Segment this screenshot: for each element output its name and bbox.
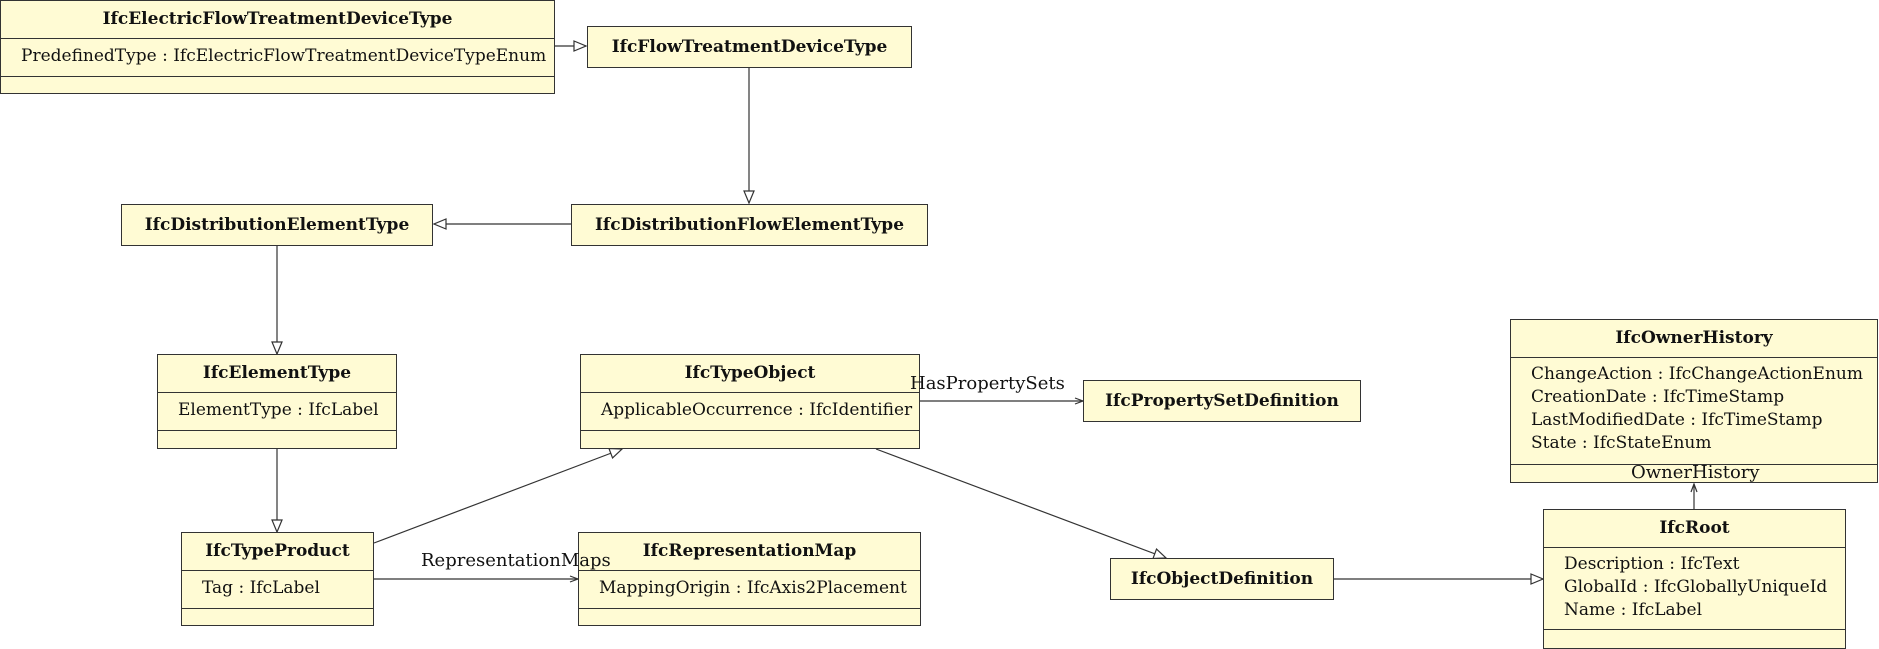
generalization-typeproduct-to-typeobject — [373, 449, 622, 544]
class-name: IfcTypeProduct — [205, 541, 350, 561]
attribute: Name : IfcLabel — [1564, 600, 1703, 620]
class-name: IfcDistributionFlowElementType — [594, 215, 905, 235]
class-box-ifc-flow-treatment-device-type[interactable]: IfcFlowTreatmentDeviceType — [587, 26, 912, 68]
attribute-section: ApplicableOccurrence : IfcIdentifier — [581, 392, 919, 430]
operation-section — [581, 430, 919, 448]
class-name: IfcElectricFlowTreatmentDeviceType — [102, 9, 453, 29]
attribute-section: MappingOrigin : IfcAxis2Placement — [579, 570, 920, 608]
attribute: ApplicableOccurrence : IfcIdentifier — [601, 400, 913, 420]
label-owner-history: OwnerHistory — [1631, 462, 1760, 483]
class-name: IfcFlowTreatmentDeviceType — [611, 37, 888, 57]
attribute: GlobalId : IfcGloballyUniqueId — [1564, 577, 1828, 597]
class-box-ifc-owner-history[interactable]: IfcOwnerHistory ChangeAction : IfcChange… — [1510, 319, 1878, 483]
attribute: State : IfcStateEnum — [1531, 433, 1712, 453]
operation-section — [1, 76, 554, 94]
attribute: CreationDate : IfcTimeStamp — [1531, 387, 1785, 407]
class-box-ifc-electric-flow-treatment-device-type[interactable]: IfcElectricFlowTreatmentDeviceType Prede… — [0, 0, 555, 94]
attribute-section: Tag : IfcLabel — [182, 570, 373, 608]
attribute-section: PredefinedType : IfcElectricFlowTreatmen… — [1, 38, 554, 76]
class-name: IfcObjectDefinition — [1130, 569, 1314, 589]
class-box-ifc-type-product[interactable]: IfcTypeProduct Tag : IfcLabel — [181, 532, 374, 626]
attribute: PredefinedType : IfcElectricFlowTreatmen… — [21, 46, 547, 66]
attribute-section: ChangeAction : IfcChangeActionEnum Creat… — [1511, 357, 1877, 464]
class-name: IfcTypeObject — [684, 363, 816, 383]
class-name: IfcRoot — [1659, 518, 1730, 538]
operation-section — [579, 608, 920, 626]
class-name: IfcOwnerHistory — [1615, 328, 1773, 348]
generalization-typeobject-to-objectdefinition — [875, 448, 1166, 558]
class-name: IfcRepresentationMap — [642, 541, 857, 561]
class-box-ifc-representation-map[interactable]: IfcRepresentationMap MappingOrigin : Ifc… — [578, 532, 921, 626]
class-box-ifc-distribution-flow-element-type[interactable]: IfcDistributionFlowElementType — [571, 204, 928, 246]
operation-section — [182, 608, 373, 626]
class-box-ifc-element-type[interactable]: IfcElementType ElementType : IfcLabel — [157, 354, 397, 449]
class-box-ifc-property-set-definition[interactable]: IfcPropertySetDefinition — [1083, 380, 1361, 422]
attribute: ChangeAction : IfcChangeActionEnum — [1531, 364, 1863, 384]
class-name: IfcElementType — [202, 363, 352, 383]
class-box-ifc-type-object[interactable]: IfcTypeObject ApplicableOccurrence : Ifc… — [580, 354, 920, 449]
attribute-section: Description : IfcText GlobalId : IfcGlob… — [1544, 547, 1845, 629]
attribute: Tag : IfcLabel — [202, 578, 320, 598]
class-name: IfcDistributionElementType — [144, 215, 410, 235]
attribute: ElementType : IfcLabel — [178, 400, 379, 420]
class-box-ifc-object-definition[interactable]: IfcObjectDefinition — [1110, 558, 1334, 600]
operation-section — [1511, 464, 1877, 483]
class-name: IfcPropertySetDefinition — [1105, 391, 1339, 411]
attribute: Description : IfcText — [1564, 554, 1740, 574]
attribute-section: ElementType : IfcLabel — [158, 392, 396, 430]
attribute: LastModifiedDate : IfcTimeStamp — [1531, 410, 1823, 430]
class-box-ifc-root[interactable]: IfcRoot Description : IfcText GlobalId :… — [1543, 509, 1846, 649]
label-has-property-sets: HasPropertySets — [910, 373, 1065, 394]
attribute: MappingOrigin : IfcAxis2Placement — [599, 578, 907, 598]
label-representation-maps: RepresentationMaps — [421, 550, 611, 571]
class-box-ifc-distribution-element-type[interactable]: IfcDistributionElementType — [121, 204, 433, 246]
operation-section — [1544, 629, 1845, 649]
operation-section — [158, 430, 396, 448]
